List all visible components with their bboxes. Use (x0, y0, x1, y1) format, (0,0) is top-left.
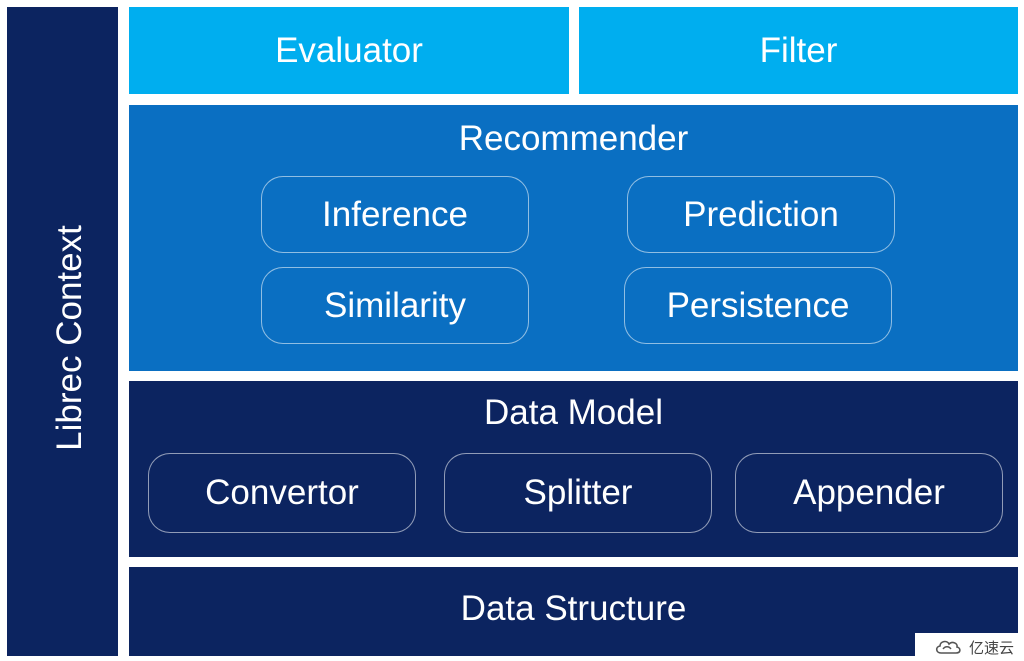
data-structure-block: Data Structure (129, 567, 1018, 656)
evaluator-label: Evaluator (275, 31, 423, 70)
librec-context-label: Librec Context (50, 225, 89, 451)
watermark: 亿速云 (915, 633, 1024, 661)
inference-module: Inference (261, 176, 529, 253)
recommender-block: Recommender Inference Prediction Similar… (129, 105, 1018, 371)
data-model-title: Data Model (484, 393, 663, 432)
librec-context-bar: Librec Context (7, 7, 118, 656)
data-structure-title: Data Structure (460, 589, 687, 628)
similarity-module: Similarity (261, 267, 529, 344)
persistence-module: Persistence (624, 267, 892, 344)
convertor-module: Convertor (148, 453, 416, 533)
evaluator-block: Evaluator (129, 7, 569, 94)
recommender-title: Recommender (458, 119, 689, 158)
appender-module: Appender (735, 453, 1003, 533)
data-model-block: Data Model Convertor Splitter Appender (129, 381, 1018, 557)
watermark-text: 亿速云 (969, 639, 1015, 657)
splitter-module: Splitter (444, 453, 712, 533)
cloud-logo-icon (935, 640, 961, 654)
prediction-module: Prediction (627, 176, 895, 253)
filter-label: Filter (759, 31, 838, 70)
filter-block: Filter (579, 7, 1018, 94)
